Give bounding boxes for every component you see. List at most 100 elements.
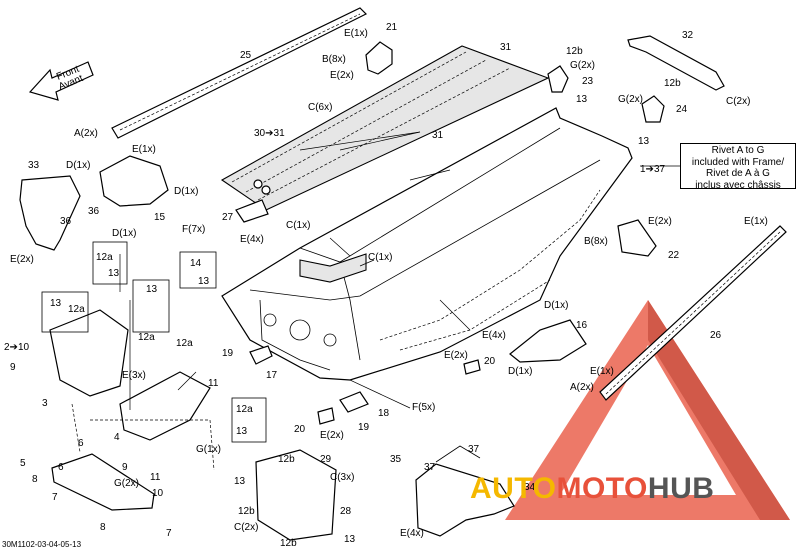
- inset-box-13-c: [132, 279, 170, 333]
- callout-g2x-bot: G(2x): [114, 478, 139, 489]
- callout-12b-bot: 12b: [280, 538, 297, 549]
- callout-d1x-15: D(1x): [174, 186, 198, 197]
- callout-13-a: 13: [108, 268, 120, 279]
- watermark-hub: HUB: [647, 472, 715, 505]
- callout-g2x-23: G(2x): [570, 60, 595, 71]
- callout-b8x-22: B(8x): [584, 236, 608, 247]
- callout-6-b: 6: [58, 462, 64, 473]
- callout-8-a: 8: [32, 474, 38, 485]
- callout-f5x: F(5x): [412, 402, 435, 413]
- callout-c1x-a: C(1x): [286, 220, 310, 231]
- callout-12a-e: 12a: [236, 404, 253, 415]
- callout-e1x-top: E(1x): [344, 28, 368, 39]
- callout-33: 33: [28, 160, 40, 171]
- rivet-note-box: Rivet A to G included with Frame/ Rivet …: [680, 143, 796, 191]
- callout-34: 34: [524, 482, 536, 493]
- callout-e2x-22: E(2x): [648, 216, 672, 227]
- callout-f7x: F(7x): [182, 224, 205, 235]
- callout-12a-c: 12a: [138, 332, 155, 343]
- front-arrow-icon: Front Avant: [28, 61, 94, 101]
- rivet-note-line-3: Rivet de A à G: [706, 168, 770, 179]
- callout-20-b: 20: [294, 424, 306, 435]
- callout-13-24: 13: [638, 136, 650, 147]
- callout-g2x-24: G(2x): [618, 94, 643, 105]
- callout-31-mid: 31: [432, 130, 444, 141]
- callout-26: 26: [710, 330, 722, 341]
- callout-30-31: 30➔31: [254, 128, 285, 139]
- callout-12a-a: 12a: [96, 252, 113, 263]
- callout-c2x-28: C(2x): [234, 522, 258, 533]
- callout-5: 5: [20, 458, 26, 469]
- callout-a2x-left: A(2x): [74, 128, 98, 139]
- callout-31-top: 31: [500, 42, 512, 53]
- callout-13-e: 13: [236, 426, 248, 437]
- callouts: 25 E(1x) 21 B(8x) E(2x) 31 12b G(2x) 23 …: [4, 22, 768, 549]
- leader-lines: [119, 131, 680, 410]
- callout-21: 21: [386, 22, 398, 33]
- callout-16: 16: [576, 320, 588, 331]
- callout-d1x-16: D(1x): [544, 300, 568, 311]
- callout-20-a: 20: [484, 356, 496, 367]
- callout-c3x: C(3x): [330, 472, 354, 483]
- callout-4: 4: [114, 432, 120, 443]
- catalog-code: 30M1102-03-04-05-13: [2, 540, 82, 549]
- callout-e4x-top: E(4x): [240, 234, 264, 245]
- watermark-logo-icon: [505, 300, 790, 520]
- callout-13-28: 13: [234, 476, 246, 487]
- callout-13-23: 13: [576, 94, 588, 105]
- callout-25: 25: [240, 50, 252, 61]
- callout-9-b: 9: [122, 462, 128, 473]
- part-23-bracket: [547, 65, 569, 93]
- callout-19-b: 19: [358, 422, 370, 433]
- callout-3: 3: [42, 398, 48, 409]
- callout-7-a: 7: [52, 492, 58, 503]
- part-18-clip: [339, 391, 369, 413]
- part-24-bracket: [641, 95, 665, 123]
- callout-e3x: E(3x): [122, 370, 146, 381]
- callout-17: 17: [266, 370, 278, 381]
- callout-d1x-33: D(1x): [66, 160, 90, 171]
- callout-22: 22: [668, 250, 680, 261]
- callout-c6x: C(6x): [308, 102, 332, 113]
- callout-12a-d: 12a: [176, 338, 193, 349]
- callout-12b-24: 12b: [664, 78, 681, 89]
- part-32-bracket: [627, 35, 725, 91]
- part-33-bracket: [19, 175, 81, 251]
- callout-24: 24: [676, 104, 688, 115]
- callout-37-b: 37: [424, 462, 436, 473]
- part-21-bracket: [365, 41, 393, 75]
- rivet-note-line-2: included with Frame/: [691, 156, 785, 168]
- callout-c2x-32: C(2x): [726, 96, 750, 107]
- callout-36b: 36: [60, 216, 72, 227]
- callout-e1x-right: E(1x): [744, 216, 768, 227]
- callout-9-a: 9: [10, 362, 16, 373]
- part-15-bracket: [99, 155, 169, 207]
- part-22-bracket: [617, 219, 657, 257]
- callout-a2x-right: A(2x): [570, 382, 594, 393]
- callout-e2x-18: E(2x): [320, 430, 344, 441]
- part-26-rail: [599, 225, 787, 401]
- callout-e2x-33: E(2x): [10, 254, 34, 265]
- callout-2-10: 2➔10: [4, 342, 30, 353]
- part-10-plate: [51, 453, 155, 511]
- callout-12a-b: 12a: [68, 304, 85, 315]
- callout-e1x-left: E(1x): [132, 144, 156, 155]
- callout-d1x-16b: D(1x): [508, 366, 532, 377]
- callout-29: 29: [320, 454, 332, 465]
- callout-36: 36: [88, 206, 100, 217]
- callout-12b-29: 12b: [278, 454, 295, 465]
- callout-d1x-15b: D(1x): [112, 228, 136, 239]
- callout-c1x-b: C(1x): [368, 252, 392, 263]
- inset-box-12a-a: [92, 241, 128, 285]
- callout-19-a: 19: [222, 348, 234, 359]
- callout-23: 23: [582, 76, 594, 87]
- part-20-clip: [317, 407, 335, 425]
- callout-35: 35: [390, 454, 402, 465]
- part-28-cooler: [255, 449, 337, 541]
- inset-box-14: [179, 251, 217, 289]
- part-4-bracket: [119, 371, 211, 441]
- callout-13-bot: 13: [344, 534, 356, 545]
- callout-g1x: G(1x): [196, 444, 221, 455]
